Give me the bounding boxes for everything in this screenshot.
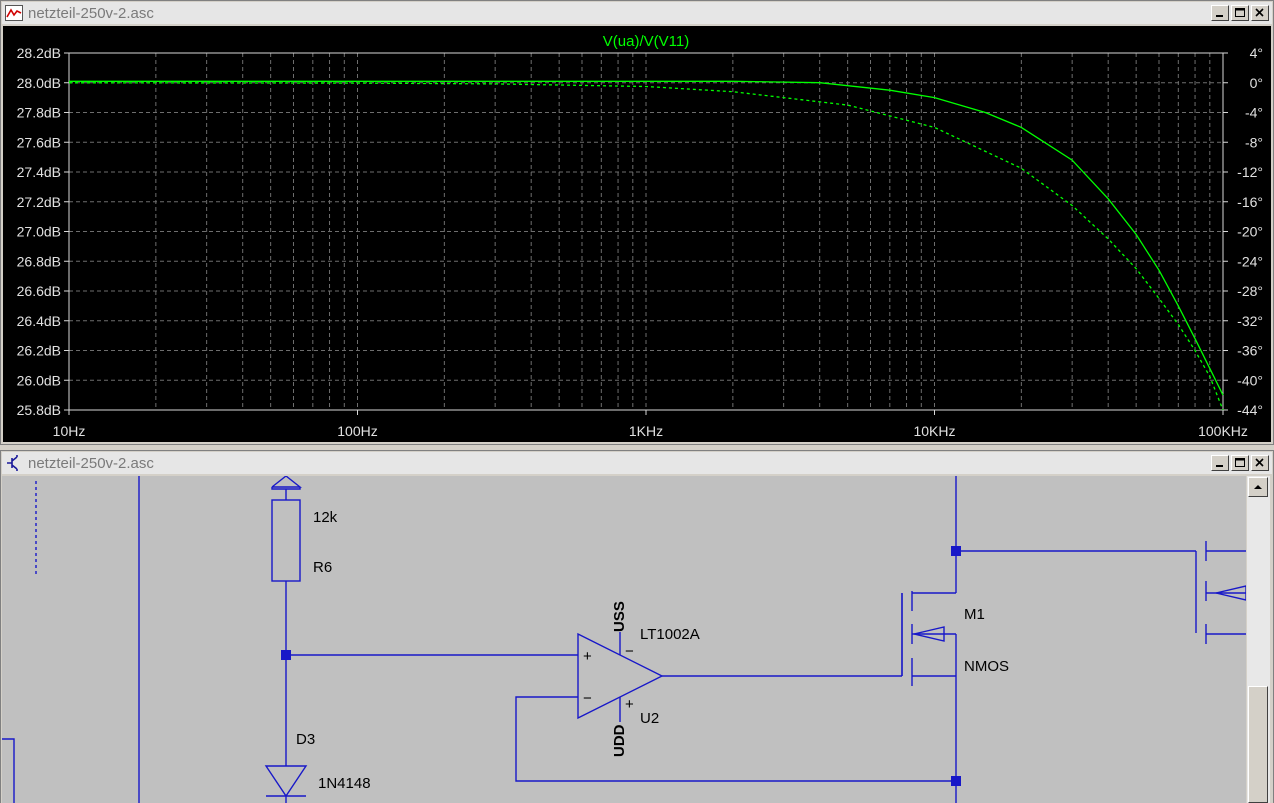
opamp-name-label: U2	[640, 710, 659, 727]
minimize-button[interactable]	[1211, 455, 1229, 471]
waveform-icon	[5, 5, 23, 21]
d3-part-label: 1N4148	[318, 775, 371, 792]
y-right-tick-label: 0°	[1250, 75, 1263, 91]
magnitude-trace	[69, 80, 1224, 396]
phase-trace	[68, 82, 1224, 411]
udd-pin-label: UDD	[611, 724, 628, 757]
junction-dot	[951, 546, 961, 556]
y-right-tick-label: -24°	[1237, 253, 1263, 269]
schematic-window-titlebar[interactable]: netzteil-250v-2.asc	[2, 452, 1272, 474]
uss-pin-label: USS	[611, 601, 628, 632]
y-right-tick-label: 4°	[1250, 45, 1263, 61]
r6-value-label: 12k	[313, 509, 338, 526]
x-tick-label: 100Hz	[337, 423, 377, 439]
scroll-up-button[interactable]	[1248, 477, 1268, 497]
opamp-plus-in-label: +	[583, 648, 592, 665]
y-left-tick-label: 27.4dB	[17, 164, 61, 180]
x-tick-label: 100KHz	[1198, 423, 1248, 439]
junction-dot	[281, 650, 291, 660]
wire	[515, 696, 956, 782]
opamp-udd-sign-label: +	[625, 696, 634, 713]
opamp-uss-sign-label: −	[625, 643, 634, 660]
y-right-tick-label: -16°	[1237, 194, 1263, 210]
maximize-button[interactable]	[1231, 455, 1249, 471]
schematic-drawing[interactable]: 12k R6 LT1002A U2 M1 NMOS D3 1N4148 USS …	[2, 476, 1246, 803]
trace-label: V(ua)/V(V11)	[603, 33, 689, 50]
opamp-part-label: LT1002A	[640, 626, 700, 643]
power-flag-symbol	[271, 476, 303, 490]
minimize-button[interactable]	[1211, 5, 1229, 21]
x-tick-label: 1KHz	[629, 423, 663, 439]
maximize-icon	[1235, 458, 1245, 467]
y-left-tick-label: 26.6dB	[17, 283, 61, 299]
plot-area[interactable]: 28.2dB 28.0dB 27.8dB 27.6dB 27.4dB 27.2dB 27.0…	[3, 26, 1271, 442]
y-left-tick-label: 28.0dB	[17, 75, 61, 91]
y-left-tick-label: 27.8dB	[17, 105, 61, 121]
resistor-r6-symbol[interactable]	[271, 499, 301, 582]
y-left-tick-label: 27.2dB	[17, 194, 61, 210]
y-left-tick-label: 26.0dB	[17, 372, 61, 388]
y-left-tick-label: 26.4dB	[17, 313, 61, 329]
plot-window-title: netzteil-250v-2.asc	[28, 4, 154, 22]
y-left-tick-label: 26.2dB	[17, 343, 61, 359]
junction-dot	[951, 776, 961, 786]
plot-window: netzteil-250v-2.asc 28.2dB 28.0dB 27.8dB 27…	[0, 0, 1274, 445]
x-tick-label: 10KHz	[913, 423, 955, 439]
y-right-tick-label: -20°	[1237, 224, 1263, 240]
y-right-tick-label: -8°	[1245, 134, 1263, 150]
minimize-icon	[1216, 15, 1223, 17]
y-left-tick-label: 26.8dB	[17, 253, 61, 269]
nmos-m1-arrow	[913, 626, 945, 642]
scrollbar-thumb[interactable]	[1248, 686, 1268, 803]
y-right-tick-label: -32°	[1237, 313, 1263, 329]
nmos-arrow	[1215, 585, 1246, 601]
y-left-tick-label: 27.0dB	[17, 224, 61, 240]
y-right-tick-label: -44°	[1237, 402, 1263, 418]
diode-d3-symbol[interactable]	[264, 765, 308, 798]
y-left-tick-label: 28.2dB	[17, 45, 61, 61]
vertical-scrollbar[interactable]	[1247, 476, 1270, 803]
y-left-tick-label: 25.8dB	[17, 402, 61, 418]
opamp-minus-in-label: −	[583, 690, 592, 707]
close-button[interactable]	[1251, 455, 1269, 471]
schematic-icon	[7, 455, 18, 471]
y-right-tick-label: -12°	[1237, 164, 1263, 180]
plot-window-titlebar[interactable]: netzteil-250v-2.asc	[2, 2, 1272, 24]
y-left-tick-label: 27.6dB	[17, 134, 61, 150]
m1-type-label: NMOS	[964, 658, 1009, 675]
y-right-tick-label: -4°	[1245, 105, 1263, 121]
r6-name-label: R6	[313, 559, 332, 576]
d3-name-label: D3	[296, 731, 315, 748]
maximize-icon	[1235, 8, 1245, 17]
maximize-button[interactable]	[1231, 5, 1249, 21]
y-right-tick-label: -28°	[1237, 283, 1263, 299]
minimize-icon	[1216, 465, 1223, 467]
x-tick-label: 10Hz	[53, 423, 86, 439]
wire	[2, 738, 15, 803]
bode-plot[interactable]: 28.2dB 28.0dB 27.8dB 27.6dB 27.4dB 27.2dB 27.0…	[3, 26, 1271, 442]
m1-name-label: M1	[964, 606, 985, 623]
schematic-canvas[interactable]: 12k R6 LT1002A U2 M1 NMOS D3 1N4148 USS …	[2, 476, 1246, 803]
schematic-window-title: netzteil-250v-2.asc	[28, 454, 154, 472]
close-button[interactable]	[1251, 5, 1269, 21]
triangle-up-icon	[1254, 485, 1262, 489]
y-right-tick-label: -40°	[1237, 372, 1263, 388]
close-icon	[1255, 8, 1264, 17]
y-right-tick-label: -36°	[1237, 343, 1263, 359]
close-icon	[1255, 458, 1264, 467]
